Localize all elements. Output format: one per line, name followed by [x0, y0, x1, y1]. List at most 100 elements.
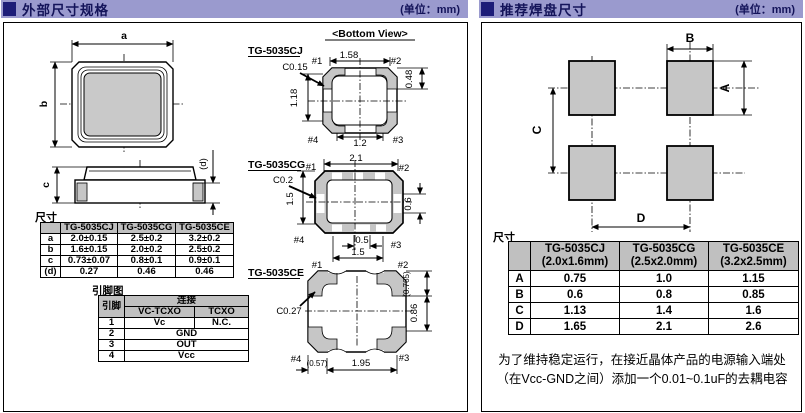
- cj-pin3-label: #3: [393, 135, 404, 146]
- cj-pin2-label: #2: [391, 56, 402, 67]
- cell: 0.9±0.1: [175, 255, 234, 267]
- ce-chamfer-label: C0.27: [276, 306, 301, 317]
- cg-dim-bottom-label: 1.5: [351, 247, 364, 258]
- table-row: 3 OUT: [98, 339, 250, 351]
- model-name: TG-5035CG: [632, 243, 696, 255]
- cell: 0.8: [619, 286, 709, 303]
- cj-dim-top-label: 1.58: [340, 50, 359, 61]
- package-side-view: c (d): [40, 150, 220, 215]
- pad-dim-C-label: C: [530, 125, 544, 134]
- dim-a: a: [71, 30, 174, 62]
- table-row: c 0.73±0.07 0.8±0.1 0.9±0.1: [40, 255, 234, 267]
- table-row: D 1.65 2.1 2.6: [508, 318, 799, 335]
- pad-table-col: TG-5035CJ (2.0x1.6mm): [530, 241, 620, 271]
- pad-dim-D: D: [591, 211, 691, 230]
- cell: 1.13: [530, 302, 620, 319]
- cell: 2.1: [619, 318, 709, 335]
- cj-dim-right: 0.48: [397, 67, 428, 90]
- cg-pin3-label: #3: [391, 240, 402, 251]
- right-unit-label: (单位：mm): [735, 4, 795, 16]
- model-name: TG-5035CE: [722, 243, 785, 255]
- cell: 2.0±0.15: [60, 233, 118, 245]
- pad-table-col: TG-5035CG (2.5x2.0mm): [619, 241, 709, 271]
- ce-dim-bottom: (0.57) 1.95: [296, 355, 398, 374]
- dim-table-col: TG-5035CJ: [60, 222, 118, 234]
- dim-a-label: a: [121, 30, 127, 42]
- pad-table: TG-5035CJ (2.0x1.6mm) TG-5035CG (2.5x2.0…: [508, 241, 799, 335]
- model-size: (2.0x1.6mm): [541, 256, 609, 268]
- table-row: (d) 0.27 0.46 0.46: [40, 266, 234, 278]
- cell: 1.15: [708, 270, 799, 287]
- right-section-title: 推荐焊盘尺寸: [500, 3, 587, 18]
- right-content-frame: [481, 22, 802, 412]
- row-header: b: [40, 244, 61, 256]
- cg-bottom-view: TG-5035CG #1 #2 #4 #3 2.1: [248, 153, 426, 262]
- pin-number: 3: [98, 339, 125, 351]
- pad-dim-B: B: [666, 31, 714, 61]
- dim-c: c: [40, 166, 87, 204]
- model-name: TG-5035CJ: [544, 243, 606, 255]
- cell: 1.0: [619, 270, 709, 287]
- dim-d-label: (d): [198, 158, 209, 170]
- cg-dim-left-label: 1.5: [285, 192, 296, 205]
- cj-chamfer: C0.15: [282, 62, 325, 87]
- cj-dim-left: 1.18: [289, 73, 323, 122]
- cell: 2.6: [708, 318, 799, 335]
- pad-dim-B-label: B: [686, 31, 695, 45]
- cj-dim-top: 1.58: [329, 50, 391, 66]
- ce-dim-right: 0.86: [406, 295, 432, 332]
- pad-table-col: TG-5035CE (3.2x2.5mm): [708, 241, 799, 271]
- decoupling-note: 为了维持稳定运行，在接近晶体产品的电源输入端处 （在Vcc-GND之间）添加一个…: [488, 351, 796, 389]
- row-header: A: [508, 270, 531, 287]
- cg-pin4-label: #4: [294, 235, 305, 246]
- cell: 2.0±0.2: [117, 244, 176, 256]
- cg-dim-right: 0.6: [403, 183, 426, 224]
- cell: 0.46: [175, 266, 234, 278]
- vc-tcxo-header: VC-TCXO: [124, 306, 195, 318]
- left-unit-label: (单位：mm): [400, 4, 460, 16]
- row-header: B: [508, 286, 531, 303]
- cell: 0.46: [117, 266, 176, 278]
- pin-table: 引脚 连接 VC-TCXO TCXO 1 Vc N.C. 2 GND 3 OUT…: [98, 295, 250, 362]
- cell: 1.6±0.15: [60, 244, 118, 256]
- dim-d: (d): [193, 150, 220, 215]
- dim-table-corner: [40, 222, 61, 234]
- cell: 3.2±0.2: [175, 233, 234, 245]
- ce-dim-right-top: (0.765): [402, 270, 432, 297]
- pin-number: 1: [98, 317, 125, 329]
- cj-name: TG-5035CJ: [248, 45, 303, 57]
- ce-chamfer: C0.27: [276, 291, 316, 317]
- cell: 2.5±0.2: [117, 233, 176, 245]
- dim-b: b: [38, 61, 72, 148]
- cj-dim-bottom-label: 1.2: [353, 138, 366, 149]
- cell: GND: [123, 328, 250, 340]
- pin-number: 4: [98, 350, 125, 362]
- ce-dim-right-label: 0.86: [409, 304, 420, 323]
- table-row: C 1.13 1.4 1.6: [508, 302, 799, 319]
- table-row: a 2.0±0.15 2.5±0.2 3.2±0.2: [40, 233, 234, 245]
- row-header: c: [40, 255, 61, 267]
- cell: 0.6: [530, 286, 620, 303]
- cell: 0.75: [530, 270, 620, 287]
- left-content-frame: [3, 22, 468, 412]
- cg-pin2-label: #2: [399, 163, 410, 174]
- cg-dim-left: 1.5: [285, 170, 315, 225]
- pad-dim-A-label: A: [718, 83, 732, 92]
- cg-chamfer: C0.2: [273, 175, 317, 199]
- cell: 0.8±0.1: [117, 255, 176, 267]
- cj-dim-left-label: 1.18: [289, 89, 300, 108]
- package-top-view: a b: [38, 30, 185, 154]
- dim-b-label: b: [38, 101, 50, 107]
- table-row: B 0.6 0.8 0.85: [508, 286, 799, 303]
- pad-dim-A: A: [713, 60, 752, 116]
- dim-table-col: TG-5035CE: [175, 222, 234, 234]
- ce-pin4-label: #4: [291, 354, 302, 365]
- dimension-table: TG-5035CJ TG-5035CG TG-5035CE a 2.0±0.15…: [40, 222, 234, 278]
- row-header: D: [508, 318, 531, 335]
- ce-dim-right-top-label: (0.765): [402, 271, 411, 297]
- cell: N.C.: [193, 317, 250, 329]
- section-marker-icon: [481, 2, 494, 16]
- cell: 0.85: [708, 286, 799, 303]
